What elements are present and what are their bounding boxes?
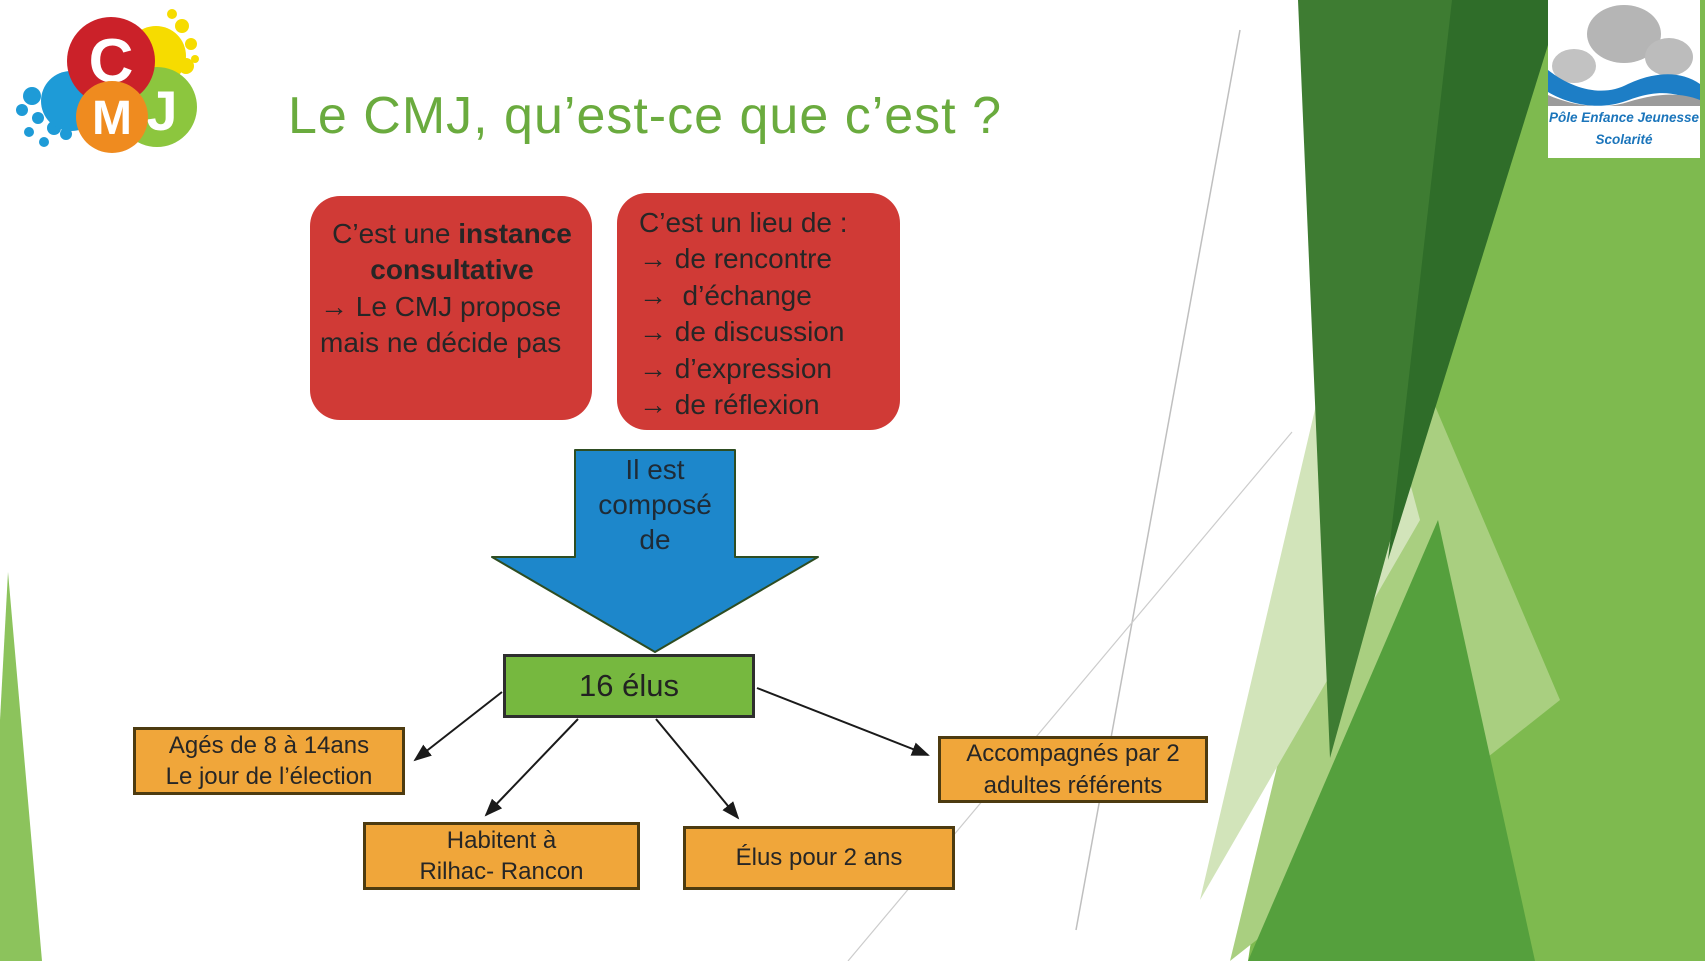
pej-logo-icon	[1548, 5, 1700, 106]
lieu-item-reflexion: → de réflexion	[639, 388, 820, 420]
facet-shapes-right	[1200, 0, 1705, 961]
pej-logo: Pôle Enfance Jeunesse Scolarité	[1548, 0, 1700, 158]
adultes-box-line2: adultes référents	[983, 771, 1163, 799]
ages-box: Agés de 8 à 14ans Le jour de l’élection	[133, 727, 405, 795]
lieu-item-expression: → d’expression	[639, 352, 832, 384]
instance-line-1-bold: instance	[458, 218, 572, 249]
composed-of-line-3: de	[639, 524, 671, 555]
pej-logo-text-line2: Scolarité	[1595, 131, 1653, 147]
instance-line-1: C’est une instance	[320, 216, 584, 252]
page-title: Le CMJ, qu’est-ce que c’est ?	[288, 87, 1002, 145]
elus-box-label: 16 élus	[579, 668, 679, 703]
elus-box: 16 élus	[503, 654, 755, 718]
ages-box-line2: Le jour de l’élection	[165, 763, 373, 790]
lieu-box: C’est un lieu de : → de rencontre → d’éc…	[617, 193, 900, 430]
facet-spike-bottom-left	[0, 572, 42, 961]
duree-box-line1: Élus pour 2 ans	[735, 844, 903, 872]
lieu-item-echange: → d’échange	[639, 279, 812, 311]
habitent-box-line2: Rilhac- Rancon	[419, 858, 584, 885]
cmj-letter-m: M	[92, 92, 132, 145]
lieu-item-rencontre: → de rencontre	[639, 243, 832, 275]
cmj-logo: J C M	[14, 4, 200, 154]
adultes-box-line1: Accompagnés par 2	[966, 740, 1180, 768]
habitent-box-line1: Habitent à	[446, 826, 557, 854]
composed-of-label: Il est composé de	[575, 452, 735, 557]
adultes-box: Accompagnés par 2 adultes référents	[938, 736, 1208, 803]
orange-circle-icon	[76, 81, 148, 153]
lieu-item-discussion: → de discussion	[639, 316, 845, 348]
pej-logo-text-line1: Pôle Enfance Jeunesse	[1548, 110, 1700, 125]
red-circle-icon	[67, 17, 155, 105]
instance-consultative-box: C’est une instance consultative → Le CMJ…	[310, 196, 592, 420]
composed-of-line-1: Il est	[625, 454, 685, 485]
composed-of-line-2: composé	[598, 489, 712, 520]
habitent-box: Habitent à Rilhac- Rancon	[363, 822, 640, 890]
composed-of-arrow-icon	[491, 449, 819, 653]
cmj-letter-j: J	[146, 79, 177, 142]
connector-arrows	[413, 687, 930, 820]
instance-line-1-normal: C’est une	[332, 218, 459, 249]
cmj-logo-icon: J C M	[16, 9, 199, 153]
duree-box: Élus pour 2 ans	[683, 826, 955, 890]
lieu-title: C’est un lieu de :	[639, 207, 848, 238]
ages-box-line1: Agés de 8 à 14ans	[168, 731, 370, 759]
instance-line-3: → Le CMJ propose	[320, 290, 562, 322]
instance-line-4: mais ne décide pas	[320, 327, 562, 359]
instance-line-2: consultative	[370, 254, 534, 286]
